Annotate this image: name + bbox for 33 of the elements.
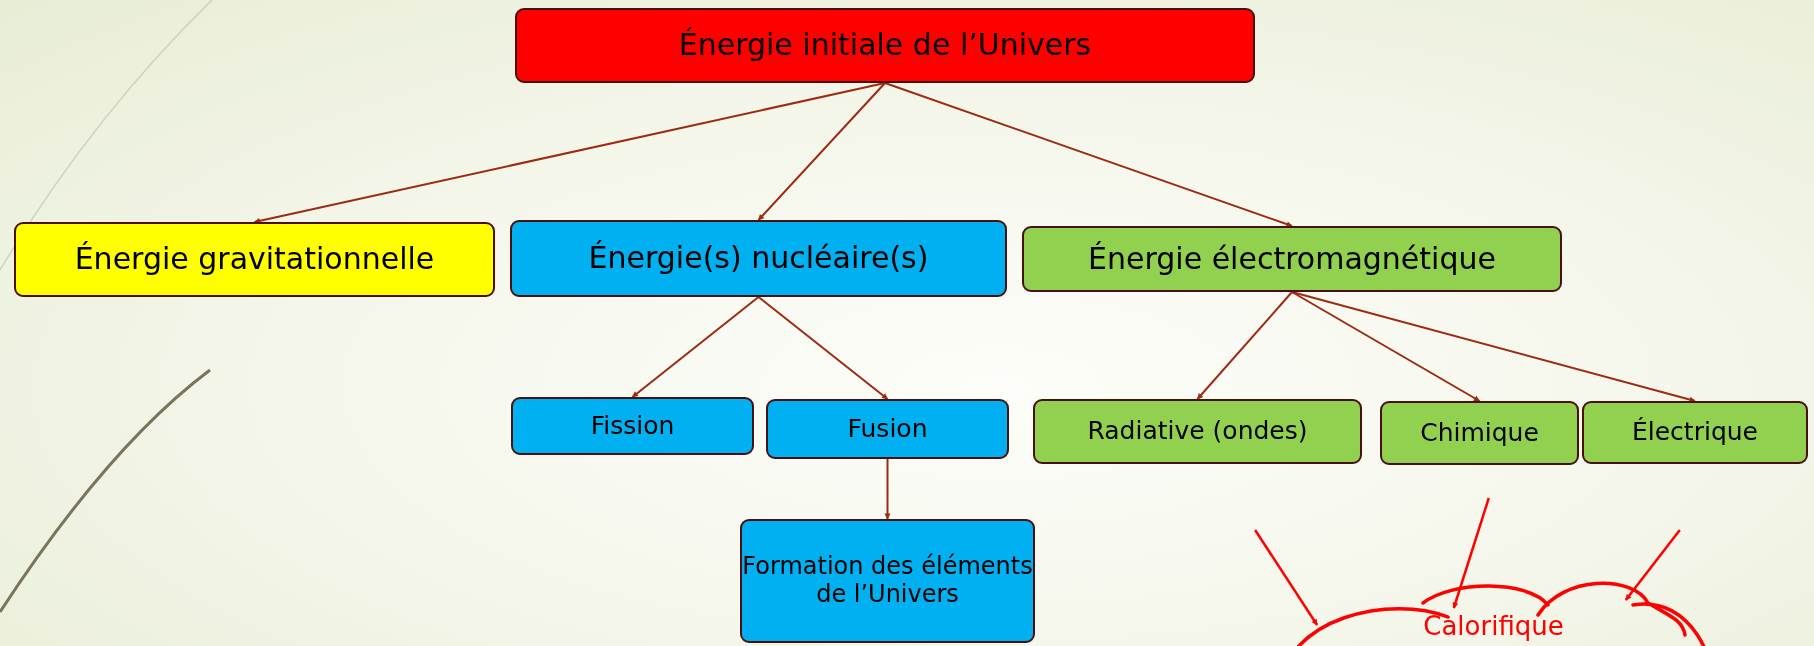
node-label: Fission (590, 411, 675, 441)
arrow (884, 82, 1293, 228)
arrow (1291, 291, 1481, 402)
arrow (884, 458, 891, 520)
node-label: Radiative (ondes) (1087, 417, 1308, 446)
node-label: Calorifique (1423, 612, 1564, 642)
root-box (515, 8, 1255, 83)
process-box (1380, 401, 1579, 465)
node-label: Énergie(s) nucléaire(s) (588, 241, 929, 276)
node-label: Énergie électromagnétique (1088, 241, 1496, 277)
node-label: Électrique (1632, 418, 1758, 447)
arrow (1196, 291, 1293, 400)
arrow (1624, 529, 1681, 601)
process-box (1033, 399, 1362, 464)
arrow (1254, 529, 1319, 626)
arrow (757, 82, 886, 221)
node-label: Fusion (847, 414, 928, 444)
node-label: Chimique (1420, 418, 1539, 448)
process-box (740, 519, 1035, 643)
arrow (1452, 497, 1490, 609)
arrow (253, 82, 886, 224)
arrow (1291, 291, 1696, 403)
category-box (14, 222, 495, 297)
arrow (757, 296, 889, 400)
process-box (511, 397, 754, 455)
process-box (766, 399, 1009, 459)
process-box (510, 220, 1007, 297)
process-box (1022, 226, 1562, 292)
node-label: Énergie initiale de l’Univers (678, 28, 1092, 63)
node-label: Formation des éléments de l’Univers (742, 553, 1033, 609)
node-label: Énergie gravitationnelle (74, 242, 435, 277)
arrow (631, 296, 760, 398)
process-box (1582, 401, 1808, 464)
